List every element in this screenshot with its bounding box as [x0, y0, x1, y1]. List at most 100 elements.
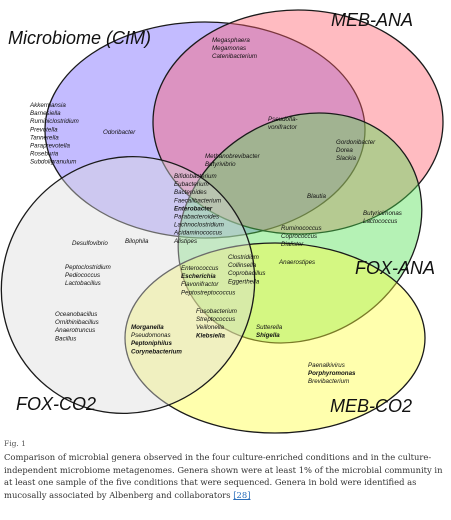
- region-genus-list: Pseudofla-vonifractor: [268, 116, 298, 131]
- cim-set-label: Microbiome (CIM): [8, 28, 151, 48]
- genus-name: Anaerostipes: [278, 259, 315, 266]
- genus-name: Subdoligranulum: [30, 159, 76, 166]
- genus-name: Sutterella: [256, 324, 283, 331]
- genus-name: Peptostreptococcus: [181, 289, 235, 296]
- genus-name: Megamonas: [212, 45, 246, 52]
- genus-name: Peptoclostridium: [65, 264, 111, 271]
- genus-name: Ruminococcus: [281, 225, 322, 232]
- fox-ana-set-label: FOX-ANA: [355, 258, 435, 278]
- genus-name: Catenibacterium: [212, 53, 257, 60]
- genus-name: Barnesiella: [30, 110, 61, 117]
- genus-name: Odoribacter: [103, 129, 136, 136]
- genus-name: Dialister: [281, 241, 304, 248]
- genus-name: Shigella: [256, 332, 280, 339]
- meb-ana-set-label: MEB-ANA: [331, 10, 413, 30]
- set-titles: Microbiome (CIM) MEB-ANA FOX-ANA MEB-CO2 FOX…: [8, 10, 435, 416]
- genus-name: Enterococcus: [181, 265, 219, 272]
- genus-name: Veillonella: [196, 324, 225, 331]
- region-genus-list: Bilophila: [125, 238, 149, 245]
- genus-name: Desulfovibrio: [72, 240, 108, 247]
- genus-name: Akkermansia: [29, 102, 66, 109]
- genus-name: Alistipes: [173, 238, 197, 245]
- cim-ellipse: [44, 21, 366, 239]
- figure-label: Fig. 1: [4, 439, 26, 448]
- genus-name: Coprobacillus: [228, 270, 266, 277]
- venn-diagram: Microbiome (CIM) MEB-ANA FOX-ANA MEB-CO2 FOX…: [0, 9, 444, 434]
- caption-body: Comparison of microbial genera observed …: [4, 451, 447, 501]
- fox-co2-ellipse: [0, 155, 256, 415]
- genus-name: Bilophila: [125, 238, 149, 245]
- genus-name: Bifidobacterium: [174, 173, 217, 180]
- region-genus-list: Anaerostipes: [278, 259, 315, 266]
- genus-name: Tannerella: [30, 134, 59, 141]
- genus-name: Oceanobacillus: [55, 311, 97, 318]
- genus-name: Faecalibacterium: [174, 197, 221, 204]
- genus-name: Lactobacillus: [65, 280, 101, 287]
- genus-name: Clostridium: [228, 254, 259, 261]
- genus-name: Streptococcus: [196, 316, 235, 323]
- genus-name: Gordonibacter: [336, 139, 376, 146]
- genus-name: Butyricimonas: [363, 210, 402, 217]
- genus-name: Paenalkivirus: [308, 362, 345, 369]
- genus-name: Megasphaera: [212, 37, 250, 44]
- genus-name: Coprococcus: [281, 233, 317, 240]
- meb-co2-set-label: MEB-CO2: [330, 396, 412, 416]
- genus-name: Lachnoclostridium: [174, 222, 224, 229]
- genus-name: Peptoniphilus: [131, 340, 172, 347]
- caption-text: Comparison of microbial genera observed …: [4, 452, 443, 500]
- genus-name: Enterobacter: [174, 205, 213, 212]
- genus-name: Roseburia: [30, 151, 59, 158]
- genus-name: Brevibacterium: [308, 378, 349, 385]
- genus-name: Pediococcus: [65, 272, 100, 279]
- genus-name: Blautia: [307, 193, 326, 200]
- genus-name: Dorea: [336, 147, 353, 154]
- genus-name: Ornithinibacillus: [55, 319, 99, 326]
- genus-name: Bacteroides: [174, 189, 207, 196]
- genus-name: Eggerthella: [228, 278, 260, 285]
- genus-name: Prevotella: [30, 126, 58, 133]
- genus-name: Anaerotruncus: [54, 327, 95, 334]
- genus-name: Pseudofla-: [268, 116, 298, 123]
- genus-name: Acidaminococcus: [173, 230, 222, 237]
- meb-ana-ellipse: [152, 9, 444, 235]
- reference-link[interactable]: [28]: [233, 489, 251, 500]
- genus-name: Escherichia: [181, 273, 216, 280]
- genus-name: Fusobacterium: [196, 308, 237, 315]
- genus-name: Pseudomonas: [131, 332, 171, 339]
- genus-name: Paraprevotella: [30, 143, 70, 150]
- genus-name: Bacillus: [55, 335, 76, 342]
- genus-name: Eubacterium: [174, 181, 209, 188]
- genus-name: vonifractor: [268, 124, 298, 131]
- fox-ana-ellipse: [177, 112, 423, 344]
- genus-name: Butyrivibrio: [205, 161, 236, 168]
- meb-co2-ellipse: [124, 242, 426, 434]
- genus-name: Morganella: [131, 324, 164, 331]
- genus-name: Ruminiclostridium: [30, 118, 79, 125]
- genus-name: Parabacteroides: [174, 214, 219, 221]
- genus-name: Klebsiella: [196, 332, 225, 339]
- genus-name: Methanobrevibacter: [205, 153, 261, 160]
- region-genus-list: Odoribacter: [103, 129, 136, 136]
- genus-name: Flavonifractor: [181, 281, 219, 288]
- set-ellipses: [0, 9, 444, 434]
- region-genus-list: Desulfovibrio: [72, 240, 108, 247]
- genus-name: Porphyromonas: [308, 370, 356, 377]
- genus-name: Lactococcus: [363, 218, 397, 225]
- fox-co2-set-label: FOX-CO2: [16, 394, 96, 414]
- region-genus-list: Blautia: [307, 193, 326, 200]
- genus-name: Corynebacterium: [131, 348, 182, 355]
